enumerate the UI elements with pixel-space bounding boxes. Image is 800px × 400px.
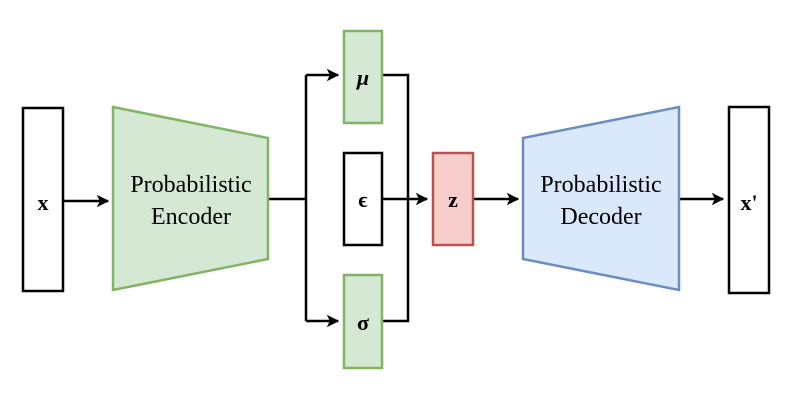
output-node: x'	[727, 105, 771, 295]
edge-sigma-to-z	[382, 199, 410, 323]
mu-box	[342, 29, 384, 125]
epsilon-box	[342, 151, 384, 247]
sigma-label: σ	[357, 310, 369, 335]
epsilon-node: ϵ	[342, 151, 384, 247]
input-node: x	[21, 106, 65, 293]
mu-node: μ	[342, 29, 384, 125]
decoder-label-line2: Decoder	[560, 204, 641, 230]
output-box	[727, 105, 771, 295]
input-box	[21, 106, 65, 293]
decoder-trapezoid	[521, 105, 681, 292]
encoder-label-line2: Encoder	[151, 204, 231, 230]
latent-box	[431, 151, 475, 247]
decoder-label-line1: Probabilistic	[540, 172, 661, 198]
output-label: x'	[740, 190, 757, 215]
epsilon-label: ϵ	[358, 187, 367, 212]
encoder-trapezoid	[111, 105, 270, 292]
sigma-box	[342, 273, 384, 370]
input-label: x	[38, 190, 49, 215]
decoder-node: Probabilistic Decoder	[521, 105, 681, 292]
sigma-node: σ	[342, 273, 384, 370]
latent-label: z	[448, 187, 458, 212]
encoder-node: Probabilistic Encoder	[111, 105, 270, 292]
encoder-label-line1: Probabilistic	[130, 172, 251, 198]
edge-mu-to-z	[382, 73, 410, 199]
latent-node: z	[431, 151, 475, 247]
mu-label: μ	[356, 65, 369, 90]
